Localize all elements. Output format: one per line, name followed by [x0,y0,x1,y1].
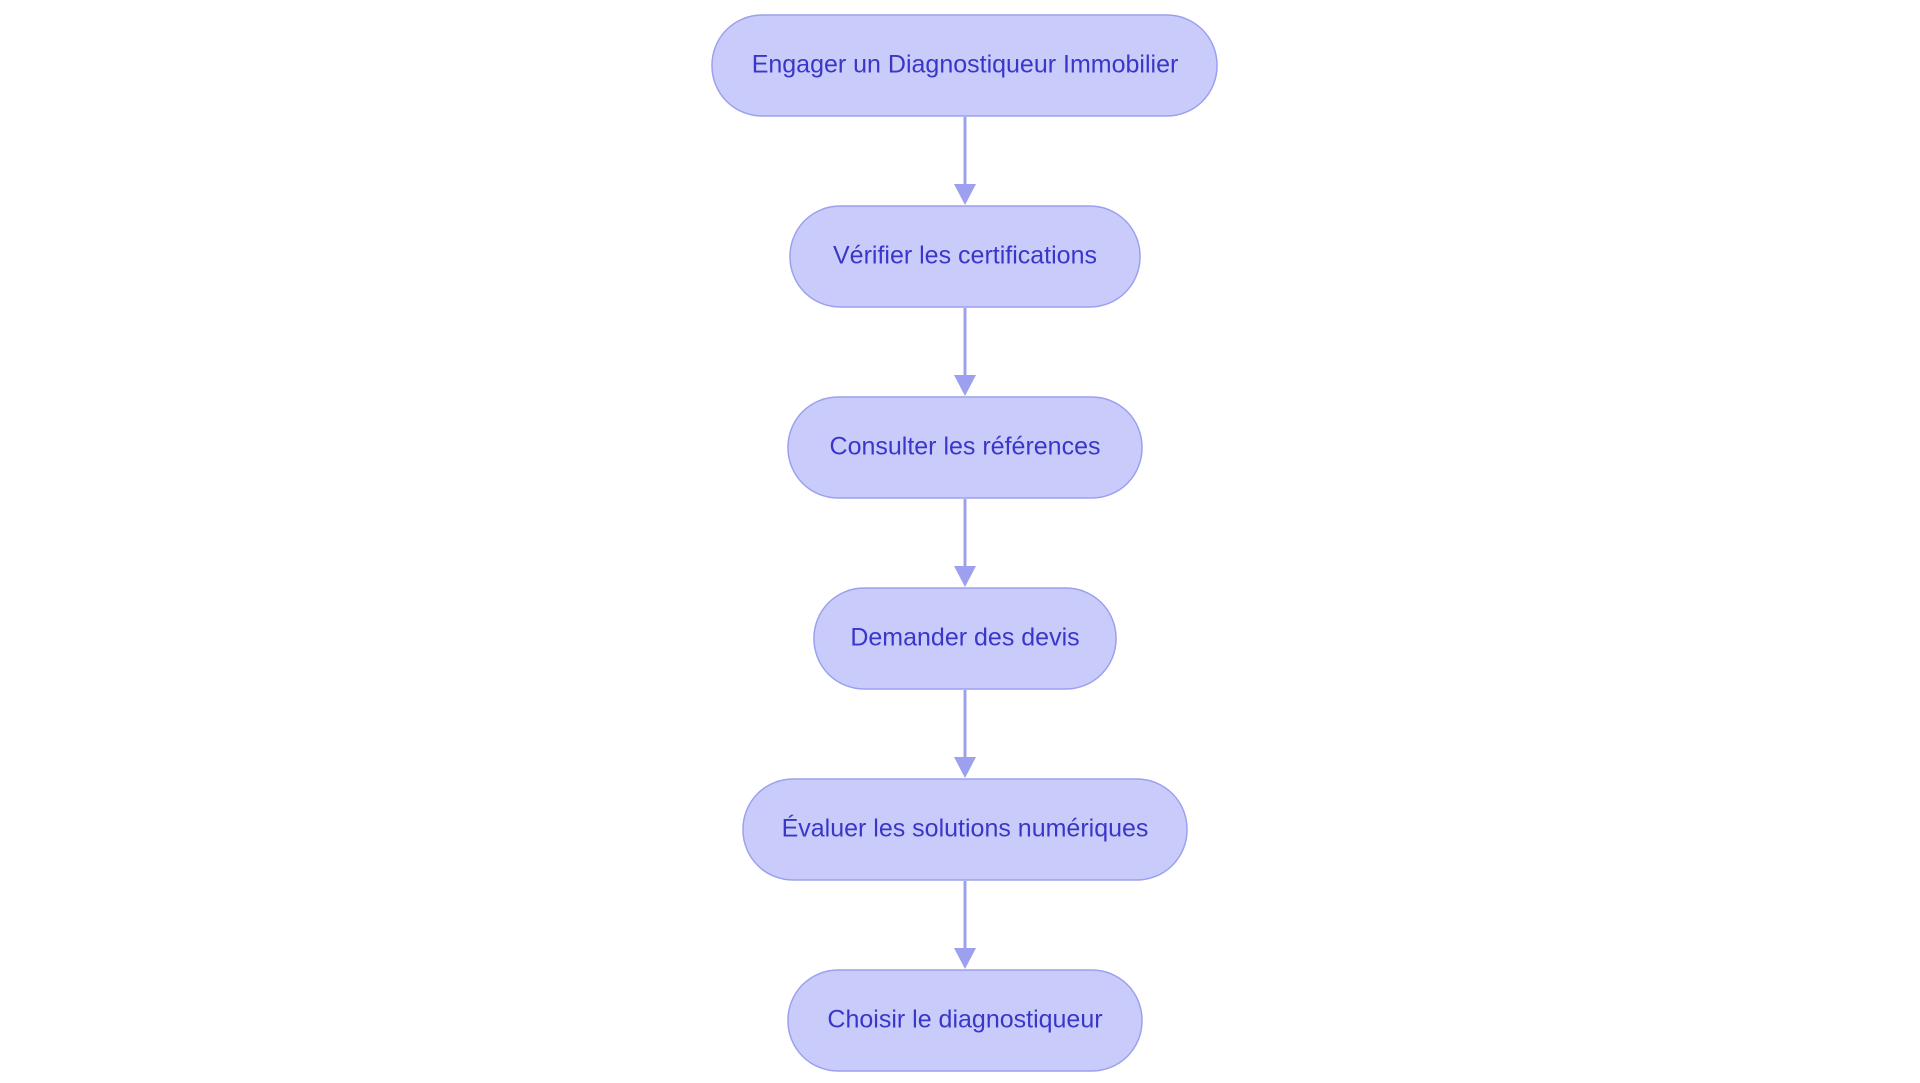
node-label: Consulter les références [830,433,1101,461]
node-shape [787,969,1143,1072]
arrowhead-n1-n2 [954,184,976,205]
arrowhead-n2-n3 [954,375,976,396]
node-label: Choisir le diagnostiqueur [827,1006,1102,1034]
node-shape [711,14,1218,117]
flow-node-n6: Choisir le diagnostiqueur [787,969,1143,1072]
node-shape [789,205,1141,308]
node-label: Vérifier les certifications [833,242,1097,270]
flow-node-n5: Évaluer les solutions numériques [742,778,1188,881]
flow-node-n4: Demander des devis [813,587,1117,690]
node-shape [813,587,1117,690]
flow-node-n2: Vérifier les certifications [789,205,1141,308]
node-shape [787,396,1143,499]
edges [954,117,976,969]
arrowhead-n5-n6 [954,948,976,969]
node-shape [742,778,1188,881]
flow-node-n3: Consulter les références [787,396,1143,499]
arrowhead-n3-n4 [954,566,976,587]
flow-node-n1: Engager un Diagnostiqueur Immobilier [711,14,1218,117]
node-label: Engager un Diagnostiqueur Immobilier [752,51,1179,79]
node-label: Évaluer les solutions numériques [782,814,1149,843]
arrowhead-n4-n5 [954,757,976,778]
node-label: Demander des devis [850,624,1079,652]
